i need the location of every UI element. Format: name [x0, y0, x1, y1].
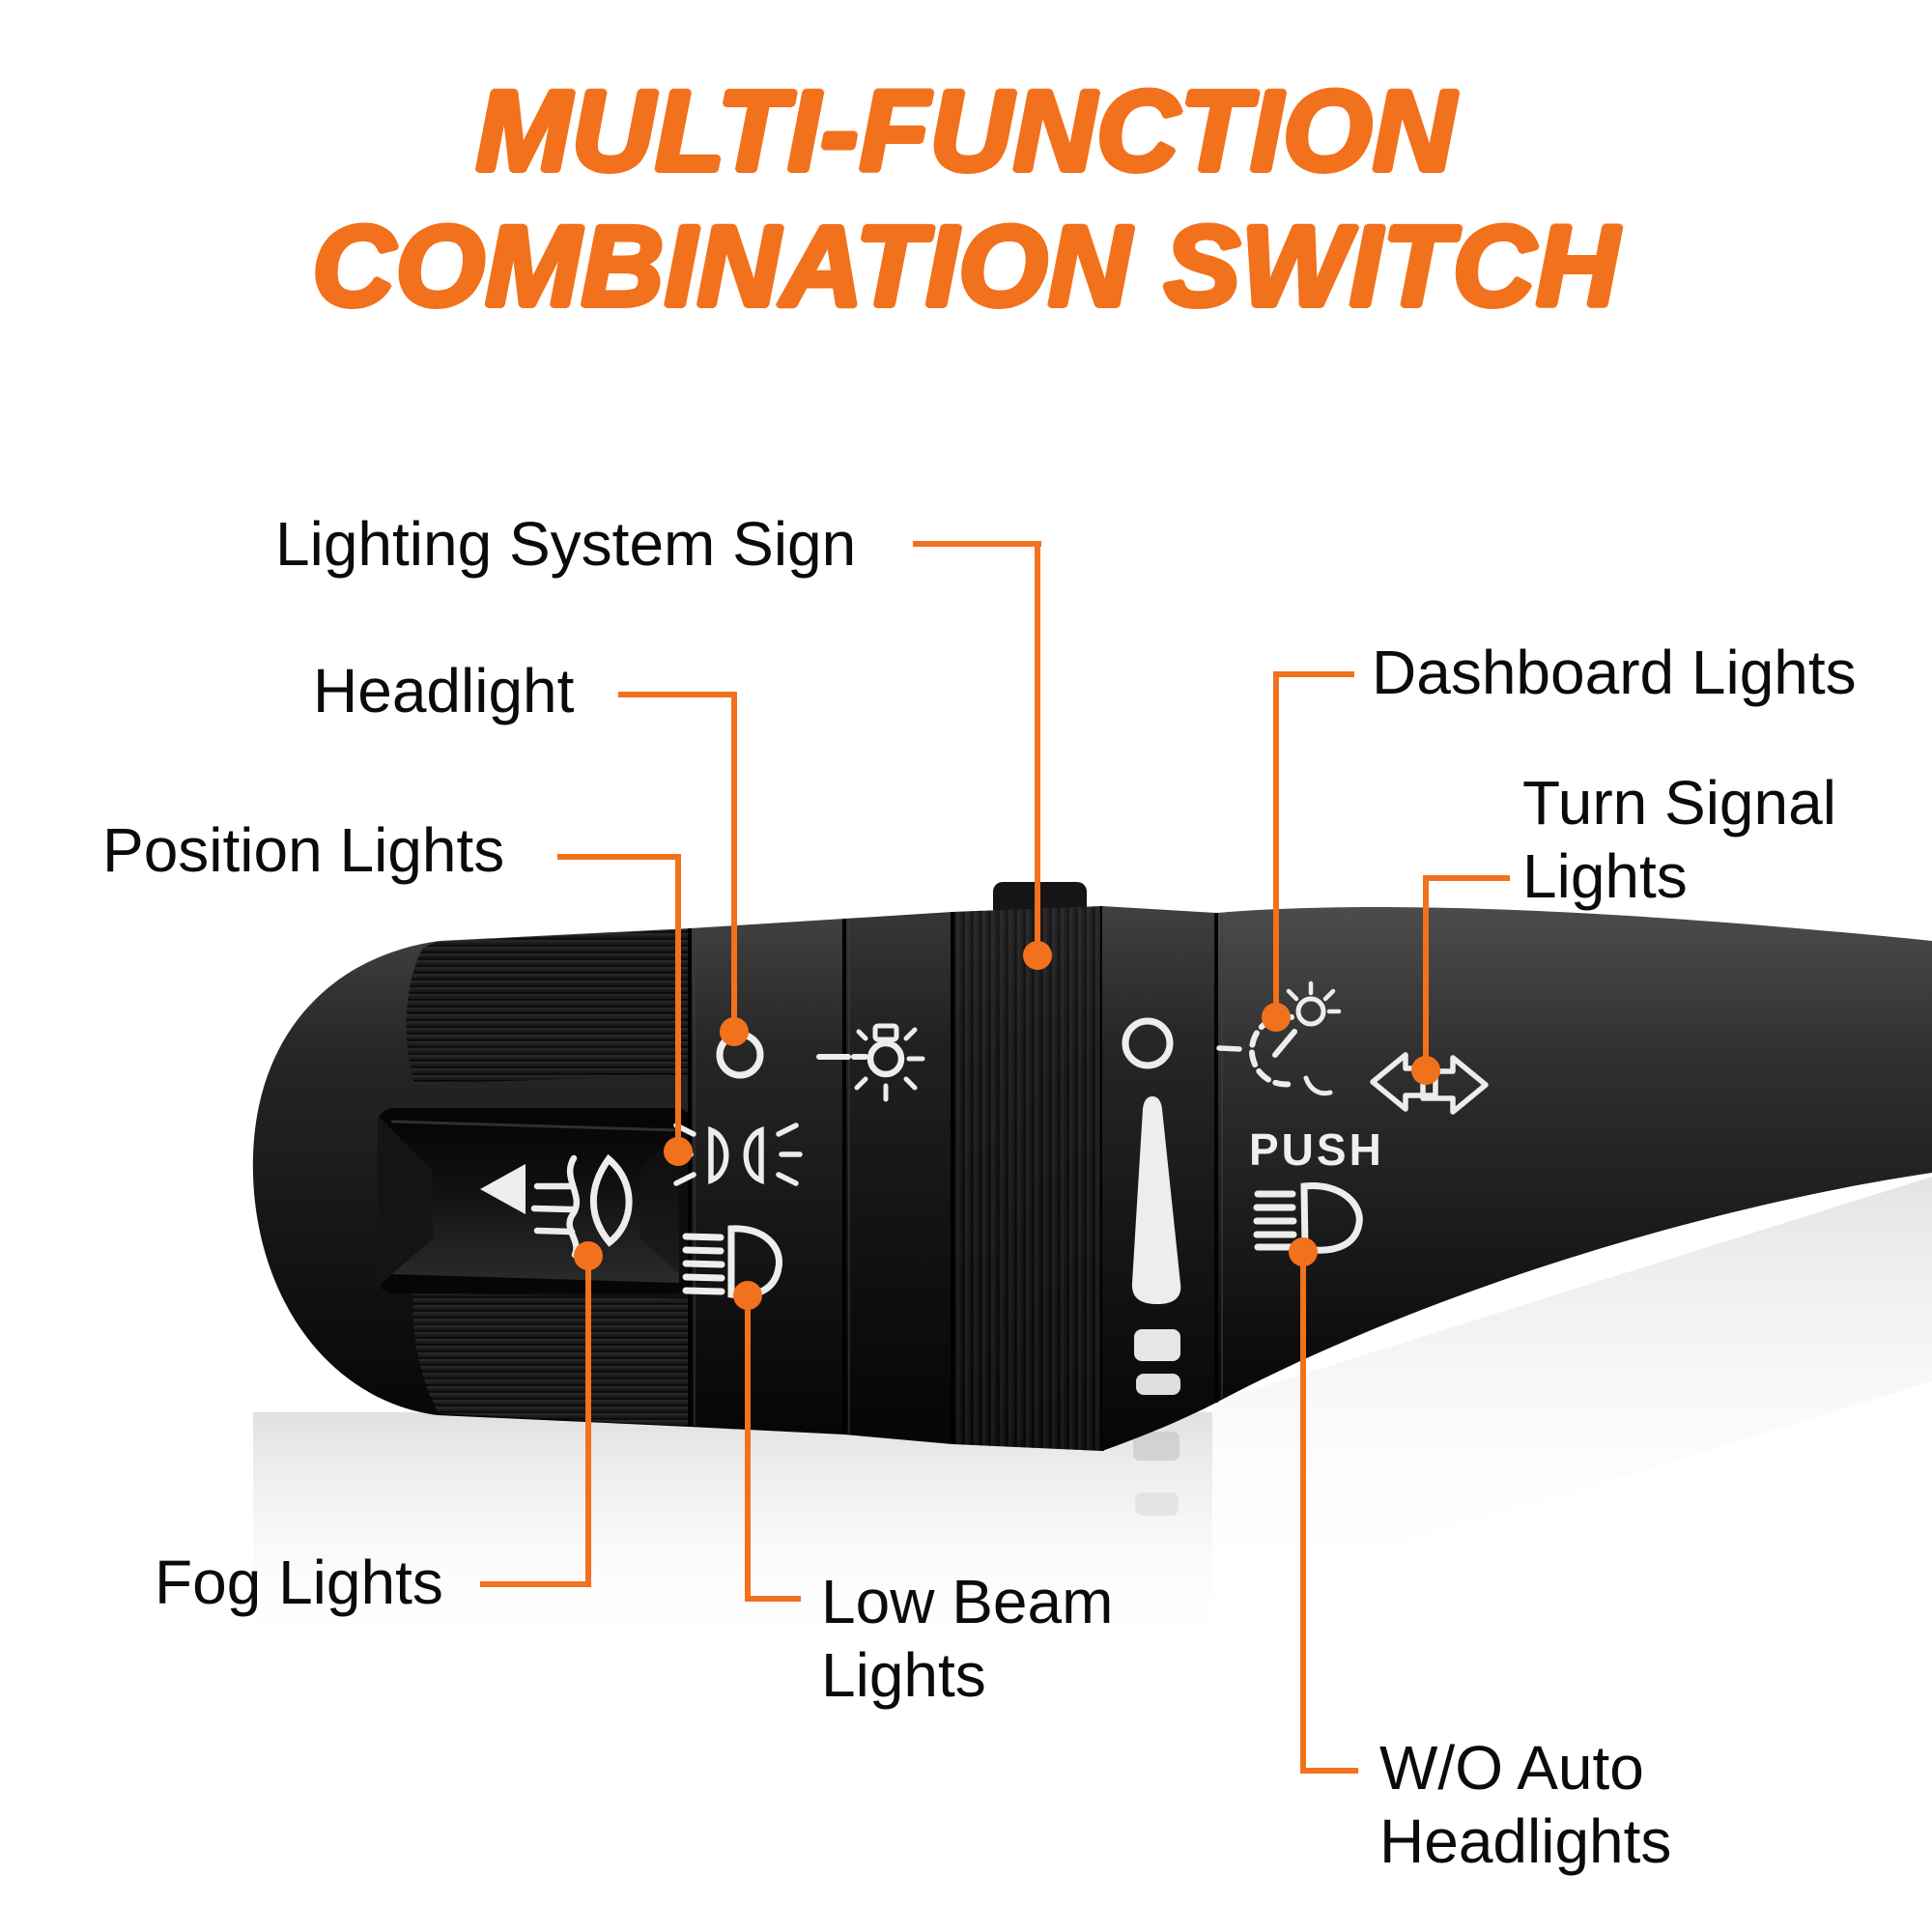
- label-position-lights: Position Lights: [102, 815, 505, 885]
- intensity-tick: [1134, 1329, 1180, 1361]
- low-beam-leader-v: [745, 1294, 751, 1602]
- label-headlight: Headlight: [313, 656, 575, 725]
- fog-lights-leader-h: [480, 1581, 591, 1587]
- fog-lights-dot: [574, 1241, 603, 1270]
- dashboard-lights-dot: [1262, 1003, 1291, 1032]
- intensity-tick: [1136, 1374, 1180, 1395]
- floor-reflection: [253, 1177, 1932, 1654]
- fog-light-icon: [480, 1153, 633, 1259]
- lighting-system-sign-leader-h: [913, 541, 1041, 547]
- headlight-leader-h: [618, 692, 737, 697]
- wo-auto-dot: [1289, 1237, 1318, 1266]
- headlight-dot: [720, 1017, 749, 1046]
- wo-auto-leader-v: [1300, 1252, 1306, 1774]
- label-turn-signal-lights: Turn Signal Lights: [1522, 768, 1836, 911]
- turn-signal-dot: [1411, 1056, 1440, 1085]
- push-label: PUSH: [1249, 1124, 1384, 1175]
- lighting-system-sign-dot: [1023, 941, 1052, 970]
- lighting-system-bulb-icon: [816, 1023, 925, 1102]
- turn-signal-arrows-icon: [1370, 1052, 1489, 1115]
- slider-arrow-icon: [480, 1164, 526, 1214]
- label-wo-auto-headlights: W/O Auto Headlights: [1379, 1733, 1672, 1876]
- lighting-system-sign-leader-v: [1035, 541, 1040, 954]
- intensity-indicator: [1131, 1096, 1181, 1304]
- off-position-icon: [1122, 1017, 1174, 1069]
- dashboard-lights-leader-v: [1273, 671, 1279, 1017]
- position-lights-leader-h: [557, 854, 681, 860]
- position-lights-dot: [664, 1137, 693, 1166]
- headlight-leader-v: [731, 692, 737, 1033]
- turn-signal-leader-v: [1423, 875, 1429, 1068]
- headlight-beam-icon: [1253, 1182, 1363, 1254]
- page-title-line2: COMBINATION SWITCH: [312, 203, 1620, 330]
- dashboard-lights-icon: [1216, 980, 1342, 1096]
- switch-body: PUSH: [252, 882, 1932, 1451]
- turn-signal-leader-h: [1429, 875, 1510, 881]
- label-fog-lights: Fog Lights: [155, 1548, 443, 1617]
- low-beam-leader-h: [745, 1596, 801, 1602]
- page-title: MULTI-FUNCTION COMBINATION SWITCH: [0, 64, 1932, 334]
- label-lighting-system-sign: Lighting System Sign: [275, 509, 857, 579]
- page-title-line1: MULTI-FUNCTION: [475, 68, 1457, 195]
- position-lights-leader-v: [675, 854, 681, 1152]
- fog-lights-leader-v: [585, 1258, 591, 1587]
- wo-auto-leader-h: [1300, 1768, 1358, 1774]
- fog-light-slider: [378, 1108, 692, 1293]
- dashboard-lights-leader-h: [1279, 671, 1354, 677]
- low-beam-dot: [733, 1281, 762, 1310]
- label-dashboard-lights: Dashboard Lights: [1372, 638, 1857, 707]
- label-low-beam-lights: Low Beam Lights: [821, 1567, 1114, 1710]
- position-lights-icon: [669, 1122, 803, 1186]
